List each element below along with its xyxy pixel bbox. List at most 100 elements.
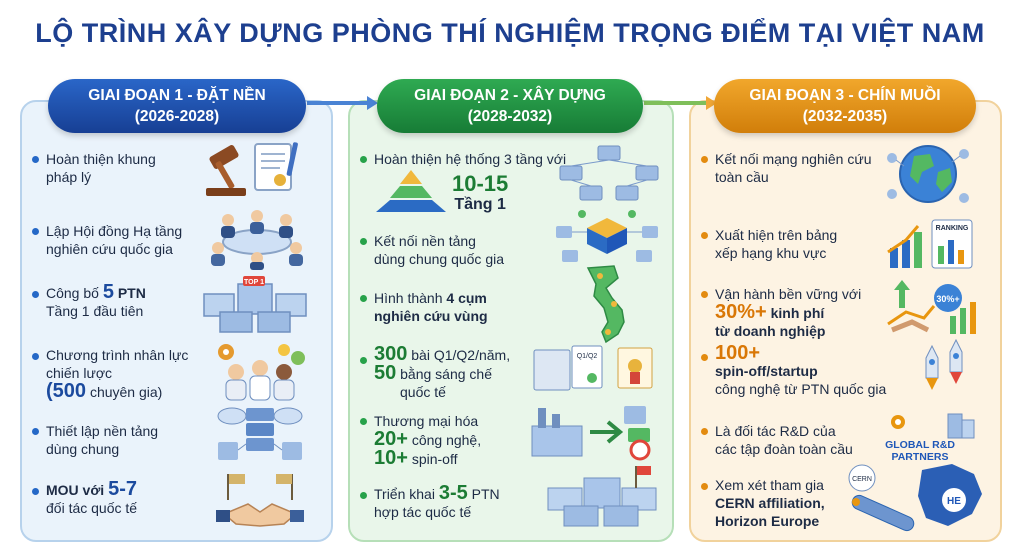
- p2-item-clusters: Hình thành 4 cụm nghiên cứu vùng: [374, 289, 488, 325]
- p2-item-connect: Kết nối nền tảng dùng chung quốc gia: [374, 232, 504, 268]
- bullet-dot: [360, 238, 367, 245]
- p2-intl-pre: Triển khai: [374, 486, 435, 502]
- bullet-dot: [701, 232, 708, 239]
- lab-buildings-icon: TOP 1: [203, 276, 307, 333]
- p2-tiers-num: 10-15: [452, 171, 509, 196]
- p3-sustain-line3: từ doanh nghiệp: [715, 323, 826, 339]
- p2-item-intl-labs: Triển khai 3-5 PTN hợp tác quốc tế: [374, 482, 500, 521]
- p2-item-pubs: 300 bài Q1/Q2/năm, 50 bằng sáng chế quốc…: [374, 343, 511, 401]
- p2-clusters-pre: Hình thành: [374, 290, 443, 306]
- p1-item-legal: Hoàn thiện khung pháp lý: [46, 150, 156, 186]
- cern-label: CERN: [852, 476, 872, 483]
- p3-global-line1: Kết nối mạng nghiên cứu: [715, 151, 872, 167]
- p2-tiers-highlight: 10-15 Tầng 1: [452, 172, 508, 214]
- p2-tiers-line2: Tầng 1: [454, 196, 506, 213]
- p3-spinoff-num: 100+: [715, 342, 761, 364]
- p1-hr-line1: Chương trình nhân lực: [46, 347, 189, 363]
- globe-network-icon: [887, 145, 969, 203]
- p2-commercial-line2: 20+ công nghệ,: [374, 429, 482, 449]
- p3-item-global: Kết nối mạng nghiên cứu toàn cầu: [715, 150, 871, 186]
- phase3-header: GIAI ĐOẠN 3 - CHÍN MUỒI (2032-2035): [714, 79, 976, 133]
- rd-logo-line1: GLOBAL R&D: [885, 439, 955, 451]
- page-title: LỘ TRÌNH XÂY DỰNG PHÒNG THÍ NGHIỆM TRỌNG…: [35, 18, 985, 48]
- p1-council-line2: nghiên cứu quốc gia: [46, 241, 173, 257]
- p2-pubs-line3: quốc tế: [400, 384, 446, 400]
- rockets-icon: [925, 338, 963, 390]
- top1-sign: TOP 1: [244, 279, 264, 286]
- phase3-years: (2032-2035): [802, 108, 888, 125]
- p2-item-commercial: Thương mại hóa 20+ công nghệ, 10+ spin-o…: [374, 412, 481, 468]
- p3-item-ranking: Xuất hiện trên bảng xếp hạng khu vực: [715, 226, 837, 262]
- pyramid-icon: [376, 170, 446, 212]
- paper-label: Q1/Q2: [577, 353, 598, 360]
- bullet-dot: [360, 156, 367, 163]
- growth-handshake-icon: 30%+: [887, 280, 976, 334]
- p3-cern-line3: Horizon Europe: [715, 513, 820, 529]
- bullet-dot: [701, 483, 708, 490]
- p2-commercial-line1: Thương mại hóa: [374, 413, 479, 429]
- p1-legal-line1: Hoàn thiện khung: [46, 151, 156, 167]
- p3-ranking-line2: xếp hạng khu vực: [715, 245, 827, 261]
- p3-item-rd: Là đối tác R&D của các tập đoàn toàn cầu: [715, 422, 853, 458]
- p2-clusters-line1: Hình thành 4 cụm: [374, 289, 488, 307]
- arrow-connector-2: [644, 101, 708, 105]
- meeting-table-icon: [211, 210, 303, 270]
- bullet-dot: [701, 156, 708, 163]
- p1-legal-line2: pháp lý: [46, 169, 92, 185]
- p2-commercial-text1: công nghệ,: [411, 432, 482, 448]
- phase2-years: (2028-2032): [467, 108, 553, 125]
- bullet-dot: [32, 291, 39, 298]
- bullet-dot: [701, 428, 708, 435]
- campus-icon: [547, 466, 657, 527]
- p2-intl-line2: hợp tác quốc tế: [374, 504, 472, 520]
- p2-pubs-text1: bài Q1/Q2/năm,: [411, 347, 511, 363]
- bullet-dot: [32, 156, 39, 163]
- factory-products-icon: [531, 406, 651, 461]
- p1-item-mou: MOU với 5-7 đối tác quốc tế: [46, 479, 138, 517]
- p1-item-council: Lập Hội đồng Hạ tầng nghiên cứu quốc gia: [46, 222, 182, 258]
- he-label: HE: [947, 496, 961, 507]
- p2-commercial-text2: spin-off: [411, 451, 458, 467]
- cloud-servers-icon: [217, 407, 303, 460]
- p1-mou-line1: MOU với 5-7: [46, 479, 137, 499]
- p2-pubs-num1: 300: [374, 343, 408, 365]
- p2-connect-line2: dùng chung quốc gia: [374, 251, 504, 267]
- p1-labs-pre: Công bố: [46, 285, 99, 301]
- bullet-dot: [32, 488, 39, 495]
- global-partners-icon: GLOBAL R&D PARTNERS: [885, 413, 975, 463]
- p2-commercial-num2: 10+: [374, 447, 408, 469]
- p1-council-line1: Lập Hội đồng Hạ tầng: [46, 223, 183, 239]
- p3-item-cern: Xem xét tham gia CERN affiliation, Horiz…: [715, 476, 825, 530]
- bullet-dot: [360, 295, 367, 302]
- network-servers-icon: [559, 145, 659, 201]
- ranking-chart-icon: RANKING: [887, 219, 973, 269]
- p2-item-tiers: Hoàn thiện hệ thống 3 tầng với: [374, 150, 566, 168]
- p1-platform-line1: Thiết lập nền tảng: [46, 423, 159, 439]
- bullet-dot: [360, 418, 367, 425]
- p3-ranking-line1: Xuất hiện trên bảng: [715, 227, 838, 243]
- bullet-dot: [32, 228, 39, 235]
- bullet-dot: [701, 291, 708, 298]
- p1-platform-line2: dùng chung: [46, 441, 120, 457]
- p1-mou-line2: đối tác quốc tế: [46, 500, 138, 516]
- experts-gears-icon: [218, 344, 305, 401]
- p3-rd-line1: Là đối tác R&D của: [715, 423, 836, 439]
- percent-badge: 30%+: [936, 294, 959, 304]
- p2-tiers-line1: Hoàn thiện hệ thống 3 tầng với: [374, 151, 567, 167]
- gavel-document-icon: [206, 142, 298, 196]
- p2-intl-post: PTN: [471, 486, 500, 502]
- p1-item-hr: Chương trình nhân lực chiến lược (500 ch…: [46, 346, 188, 401]
- bullet-dot: [32, 428, 39, 435]
- p1-hr-open: (: [46, 380, 53, 402]
- network-cube-icon: [556, 210, 658, 262]
- p3-sustain-num: 30%+: [715, 301, 767, 323]
- p3-cern-line1: Xem xét tham gia: [715, 477, 824, 493]
- p2-intl-line1: Triển khai 3-5 PTN: [374, 482, 500, 504]
- p3-cern-line2: CERN affiliation,: [715, 495, 825, 511]
- p1-labs-post: PTN: [117, 285, 146, 301]
- p2-connect-line1: Kết nối nền tảng: [374, 233, 476, 249]
- p2-intl-num: 3-5: [438, 482, 468, 504]
- p1-hr-line3: (500 chuyên gia): [46, 380, 188, 402]
- p3-sustain-text: kinh phí: [770, 305, 825, 321]
- phase1-header: GIAI ĐOẠN 1 - ĐẶT NỀN (2026-2028): [48, 79, 306, 133]
